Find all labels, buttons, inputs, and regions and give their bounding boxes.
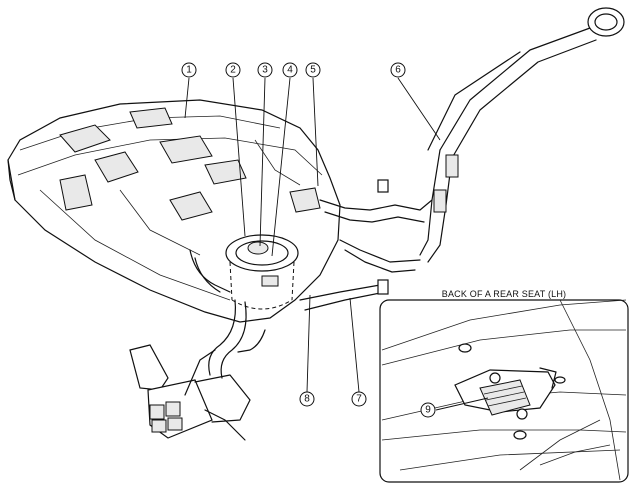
- callout-7: 7: [351, 391, 367, 407]
- callout-label: 6: [395, 65, 401, 76]
- callout-label: 9: [425, 405, 431, 416]
- canister-assembly: [129, 249, 266, 441]
- callout-9: 9: [420, 402, 436, 418]
- callout-label: 3: [262, 65, 268, 76]
- inset-panel: [379, 299, 629, 483]
- callout-3: 3: [257, 62, 273, 78]
- callout-label: 1: [186, 65, 192, 76]
- callout-6: 6: [390, 62, 406, 78]
- fuel-tank: [7, 99, 341, 323]
- filler-pipe: [299, 7, 625, 311]
- callout-label: 5: [310, 65, 316, 76]
- callout-label: 7: [356, 394, 362, 405]
- callout-5: 5: [305, 62, 321, 78]
- leader-lines: [184, 77, 489, 411]
- callout-4: 4: [282, 62, 298, 78]
- callout-8: 8: [299, 391, 315, 407]
- inset-title: BACK OF A REAR SEAT (LH): [441, 289, 567, 299]
- callout-label: 4: [287, 65, 293, 76]
- callout-label: 8: [304, 394, 310, 405]
- callout-2: 2: [225, 62, 241, 78]
- callout-label: 2: [230, 65, 236, 76]
- callout-1: 1: [181, 62, 197, 78]
